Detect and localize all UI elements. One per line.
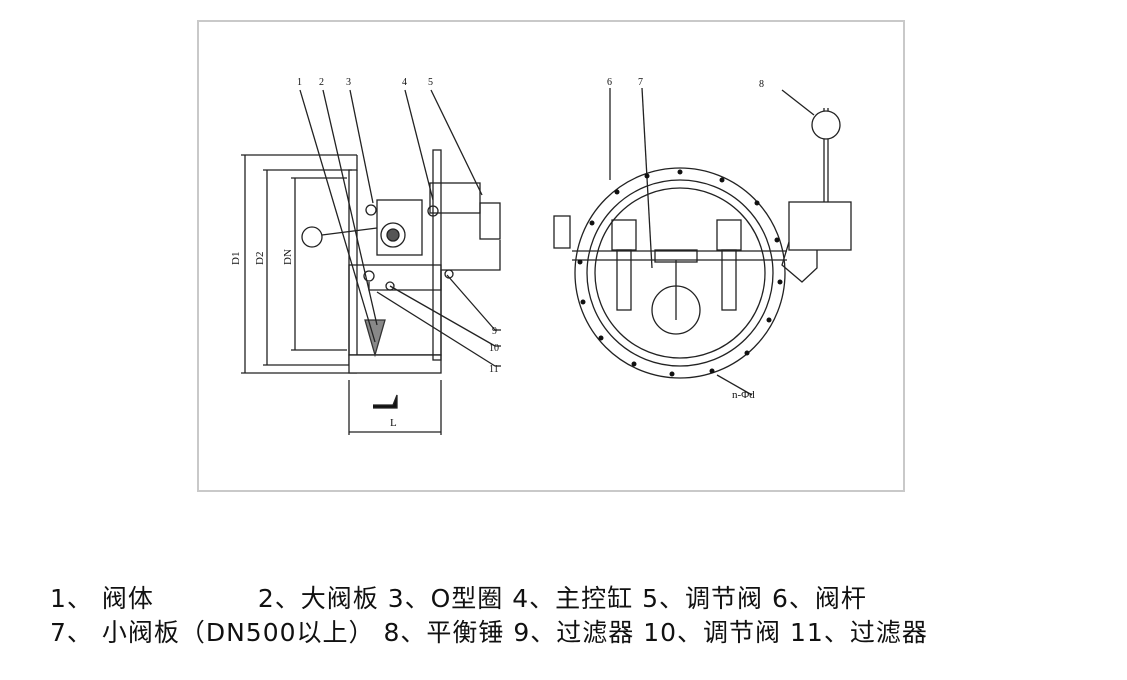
legend-item: 6、阀杆 [772, 584, 867, 613]
drawing-frame [197, 20, 905, 492]
legend-item: 4、主控缸 [512, 584, 634, 613]
dim-dn: DN [282, 249, 294, 265]
legend-item: 5、调节阀 [642, 584, 764, 613]
legend-item: 1、 阀体 [50, 584, 154, 613]
dim-length: L [390, 417, 397, 429]
legend-item: 9、过滤器 [513, 618, 635, 647]
legend-item: 7、 小阀板（DN500以上） [50, 618, 375, 647]
parts-legend: 1、 阀体 2、大阀板 3、O型圈 4、主控缸 5、调节阀 6、阀杆 7、 小阀… [50, 582, 1110, 650]
legend-item: 10、调节阀 [643, 618, 782, 647]
legend-row-2: 7、 小阀板（DN500以上） 8、平衡锤 9、过滤器 10、调节阀 11、过滤… [50, 616, 1110, 650]
callout-5: 5 [428, 77, 433, 88]
dim-bolt-holes: n-Φd [732, 389, 755, 401]
legend-item: 3、O型圈 [387, 584, 504, 613]
dim-d2: D2 [254, 252, 266, 265]
legend-item: 8、平衡锤 [383, 618, 505, 647]
callout-8: 8 [759, 79, 764, 90]
callout-7: 7 [638, 77, 643, 88]
legend-row-1: 1、 阀体 2、大阀板 3、O型圈 4、主控缸 5、调节阀 6、阀杆 [50, 582, 1110, 616]
dim-d1: D1 [230, 252, 242, 265]
valve-technical-drawing: 1 2 3 4 5 9 10 11 6 7 8 D1 D2 DN L n-Φd [230, 77, 852, 435]
callout-6: 6 [607, 77, 612, 88]
callout-11: 11 [489, 364, 499, 375]
callout-9: 9 [492, 326, 497, 337]
callout-4: 4 [402, 77, 407, 88]
front-view [553, 87, 852, 396]
callout-3: 3 [346, 77, 351, 88]
callout-10: 10 [489, 343, 499, 354]
callout-2: 2 [319, 77, 324, 88]
bolt-holes [577, 169, 783, 377]
legend-item: 2、大阀板 [257, 584, 379, 613]
callout-1: 1 [297, 77, 302, 88]
side-view [241, 89, 501, 435]
legend-item: 11、过滤器 [790, 618, 928, 647]
